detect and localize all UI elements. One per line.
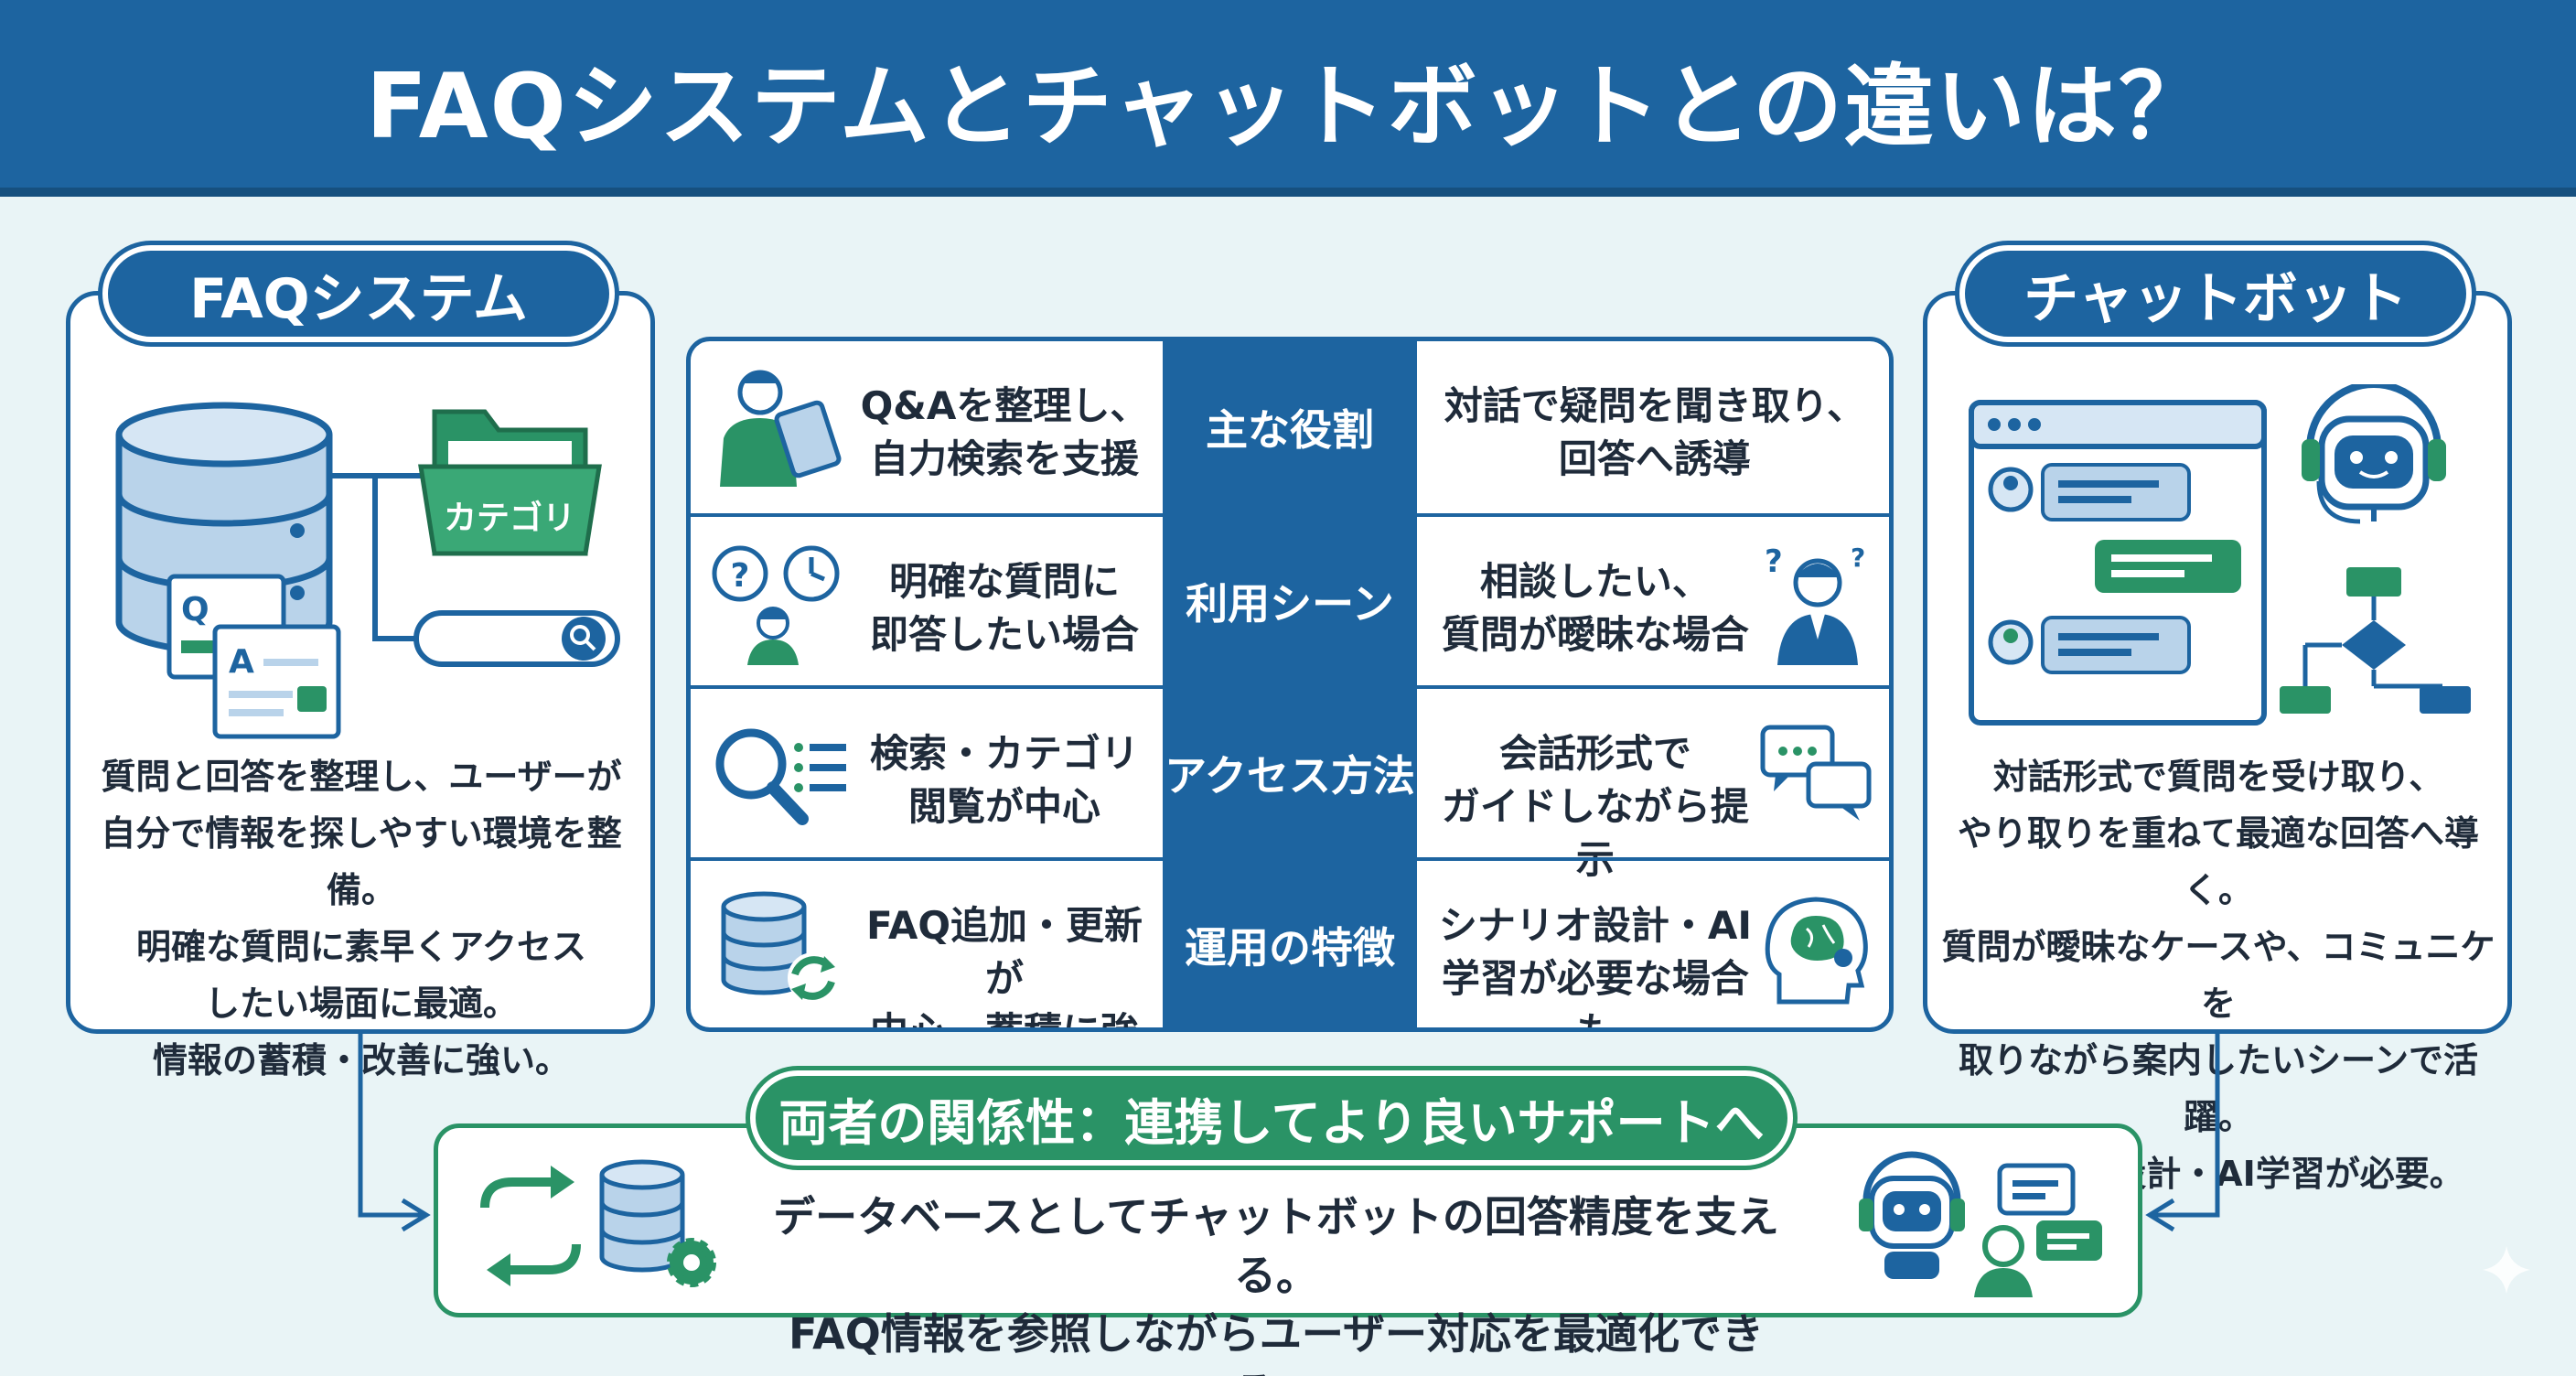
- chatbot-scene-text: 相談したい、質問が曖昧な場合: [1441, 559, 1749, 657]
- person-tablet-icon: [720, 370, 842, 487]
- search-bar-icon: [413, 610, 620, 667]
- database-refresh-icon: [721, 891, 839, 1004]
- faq-access-text: 検索・カテゴリ閲覧が中心: [869, 731, 1139, 829]
- chatbot-access-text: 会話形式でガイドしながら提示: [1441, 731, 1749, 882]
- title-banner: FAQシステムとチャットボットとの違いは？: [0, 0, 2576, 197]
- chatbot-cell: 相談したい、質問が曖昧な場合 ? ?: [1417, 517, 1889, 685]
- chatbot-illustration: [1969, 384, 2471, 726]
- faq-description: 質問と回答を整理し、ユーザーが 自分で情報を探しやすい環境を整備。 明確な質問に…: [101, 757, 622, 1080]
- relationship-text: データベースとしてチャットボットの回答精度を支える。 FAQ情報を参照しながらユ…: [773, 1192, 1779, 1376]
- table-row: ? 明確な質問に即答したい場合 利用シーン 相談したい、質問が曖昧な場合 ? ?: [691, 513, 1889, 685]
- svg-text:?: ?: [1765, 543, 1783, 580]
- a-mark: A: [229, 643, 254, 681]
- chatbot-heading: チャットボット: [1959, 245, 2472, 342]
- faq-illustration: カテゴリ Q A: [115, 402, 620, 739]
- faq-cell: 検索・カテゴリ閲覧が中心: [691, 689, 1163, 857]
- qa-card-icon: Q A: [166, 574, 341, 739]
- question-clock-icon: ?: [712, 545, 840, 665]
- folder-icon: カテゴリ: [418, 409, 602, 556]
- comparison-table: Q&Aを整理し、自力検索を支援 主な役割 対話で疑問を聞き取り、回答へ誘導 ?: [686, 337, 1894, 1032]
- faq-role-text: Q&Aを整理し、自力検索を支援: [860, 383, 1149, 481]
- chat-bubbles-icon: [1760, 725, 1872, 821]
- chatbot-role-text: 対話で疑問を聞き取り、回答へ誘導: [1444, 383, 1866, 481]
- faq-scene-text: 明確な質問に即答したい場合: [869, 559, 1139, 657]
- folder-label: カテゴリ: [444, 499, 575, 537]
- database-gear-icon: [599, 1159, 716, 1287]
- table-row: Q&Aを整理し、自力検索を支援 主な役割 対話で疑問を聞き取り、回答へ誘導: [691, 341, 1889, 513]
- faq-cell: Q&Aを整理し、自力検索を支援: [691, 341, 1163, 513]
- category-ops: 運用の特徴: [1163, 861, 1417, 1027]
- sync-database-graphic: [480, 1159, 716, 1287]
- brain-head-icon: [1765, 897, 1868, 1005]
- table-row: 検索・カテゴリ閲覧が中心 アクセス方法 会話形式でガイドしながら提示: [691, 685, 1889, 882]
- category-role: 主な役割: [1163, 341, 1417, 513]
- category-scene: 利用シーン: [1163, 517, 1417, 685]
- robot-headset-icon: [2302, 384, 2446, 524]
- chatbot-cell: 会話形式でガイドしながら提示: [1417, 689, 1889, 882]
- svg-text:?: ?: [1851, 543, 1865, 573]
- faq-cell: ? 明確な質問に即答したい場合: [691, 517, 1163, 685]
- svg-text:?: ?: [731, 557, 750, 595]
- flowchart-icon: [2280, 567, 2471, 714]
- faq-heading: FAQシステム: [102, 245, 615, 342]
- category-access: アクセス方法: [1163, 689, 1417, 857]
- sync-arrows-icon: [480, 1166, 581, 1286]
- magnifier-list-icon: [715, 728, 846, 825]
- sparkle-icon: [2483, 1246, 2530, 1294]
- chat-window-icon: [1969, 400, 2267, 726]
- confused-person-icon: ? ?: [1765, 543, 1865, 665]
- q-mark: Q: [181, 591, 209, 629]
- robot-user-chat-icon: [1859, 1151, 2102, 1297]
- relationship-heading: 両者の関係性：連携してより良いサポートへ: [750, 1070, 1793, 1166]
- page-title: FAQシステムとチャットボットとの違いは？: [366, 54, 2210, 159]
- chatbot-cell: 対話で疑問を聞き取り、回答へ誘導: [1417, 341, 1889, 513]
